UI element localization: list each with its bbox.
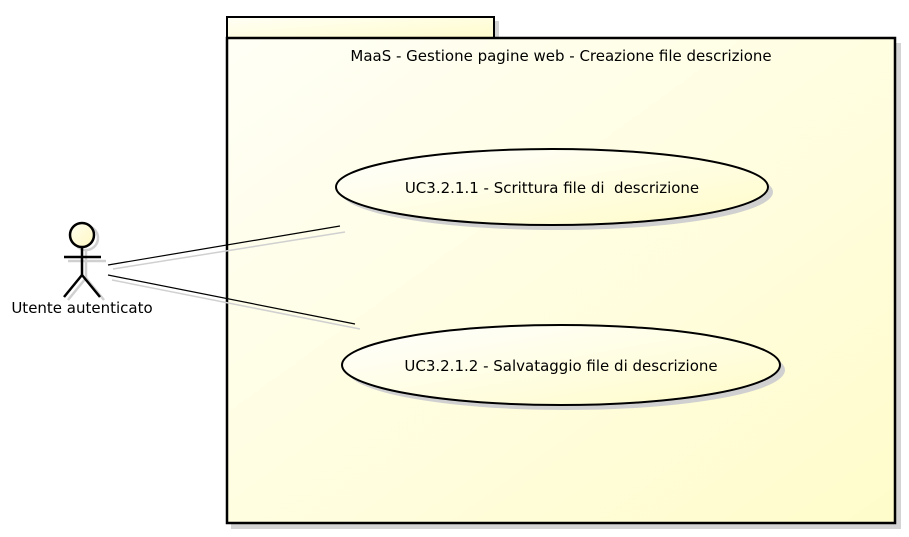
associations (107, 225, 361, 330)
use-case-2[interactable]: UC3.2.1.2 - Salvataggio file di descrizi… (341, 324, 785, 410)
actor-left-leg (63, 274, 83, 298)
use-case-2-ellipse (341, 324, 781, 406)
package-frame[interactable]: MaaS - Gestione pagine web - Creazione f… (225, 16, 901, 529)
actor[interactable]: Utente autenticato (11, 221, 153, 317)
package-tab (226, 16, 495, 39)
association-uc1-shadow (112, 231, 346, 270)
association-uc2[interactable] (107, 274, 356, 325)
use-case-2-label: UC3.2.1.2 - Salvataggio file di descrizi… (404, 357, 717, 375)
use-case-1-ellipse (335, 148, 769, 226)
package-title: MaaS - Gestione pagine web - Creazione f… (350, 47, 771, 65)
actor-right-leg (81, 274, 101, 298)
use-case-1-label: UC3.2.1.1 - Scrittura file di descrizion… (405, 179, 699, 197)
actor-head (68, 221, 96, 249)
package-body (225, 36, 897, 525)
association-uc2-shadow (111, 279, 361, 330)
use-case-1[interactable]: UC3.2.1.1 - Scrittura file di descrizion… (335, 148, 773, 230)
actor-label: Utente autenticato (11, 299, 152, 317)
association-uc1[interactable] (107, 225, 341, 266)
